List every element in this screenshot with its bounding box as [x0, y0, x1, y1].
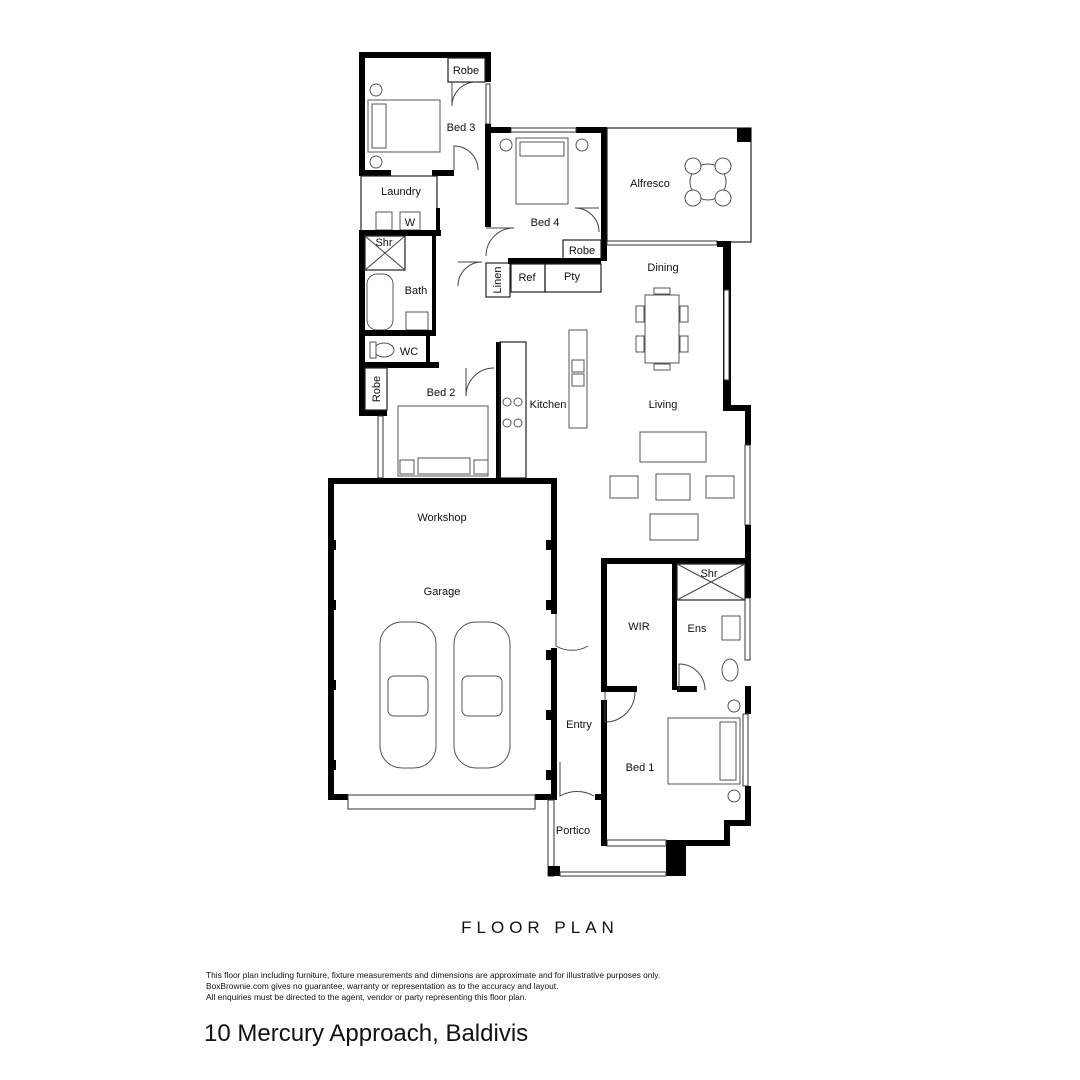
room-label-alfresco: Alfresco: [630, 178, 670, 190]
room-label-ens: Ens: [688, 623, 707, 635]
wc-area: [359, 330, 439, 368]
bed3-door: [453, 145, 479, 171]
living-furniture: [609, 431, 735, 541]
garage-cars: [379, 621, 511, 769]
alfresco-area: [606, 127, 752, 243]
bed3-walls: [359, 52, 491, 176]
plan-title: FLOOR PLAN: [461, 918, 619, 937]
bed4-bed: [499, 137, 589, 205]
room-label-portico: Portico: [556, 825, 590, 837]
room-label-bed2: Bed 2: [427, 387, 456, 399]
room-label-robe-bed3: Robe: [453, 65, 479, 77]
bed4-door: [485, 227, 515, 257]
portico-area: [547, 799, 667, 877]
disclaimer: This floor plan including furniture, fix…: [206, 970, 660, 1003]
room-label-entry: Entry: [566, 719, 592, 731]
living-walls: [606, 240, 751, 565]
disclaimer-line: All enquiries must be directed to the ag…: [206, 992, 527, 1002]
laundry-area: [359, 175, 441, 236]
room-label-wc: WC: [400, 346, 418, 358]
room-label-washer: W: [405, 217, 416, 229]
disclaimer-line: BoxBrownie.com gives no guarantee, warra…: [206, 981, 559, 991]
kitchen-island: [499, 329, 588, 479]
disclaimer-line: This floor plan including furniture, fix…: [206, 970, 661, 980]
bed2-area: [359, 342, 501, 479]
room-label-wir: WIR: [628, 621, 649, 633]
bed4-walls: [485, 127, 607, 298]
garage-door: [555, 614, 589, 651]
room-label-bed3: Bed 3: [447, 122, 476, 134]
room-label-bed4: Bed 4: [531, 217, 560, 229]
room-label-ref: Ref: [518, 272, 536, 284]
bath-area: [359, 230, 436, 336]
dining-furniture: [635, 287, 689, 371]
ens-door: [678, 663, 706, 691]
room-label-pty: Pty: [564, 271, 580, 283]
room-label-bath: Bath: [405, 285, 428, 297]
wir-door: [604, 691, 636, 723]
room-label-garage: Garage: [424, 586, 461, 598]
hall-door: [457, 261, 483, 287]
entry-door: [559, 762, 595, 797]
master-walls: [595, 558, 751, 876]
room-label-kitchen: Kitchen: [530, 399, 567, 411]
room-label-workshop: Workshop: [417, 512, 466, 524]
bed1-bed: [667, 699, 741, 803]
room-label-shr-ens: Shr: [700, 568, 717, 580]
room-label-robe-bed2: Robe: [371, 376, 383, 402]
property-address: 10 Mercury Approach, Baldivis: [204, 1020, 529, 1047]
bed3-bed: [367, 83, 441, 169]
room-label-bed1: Bed 1: [626, 762, 655, 774]
room-label-robe-bed4: Robe: [569, 245, 595, 257]
room-label-laundry: Laundry: [381, 186, 421, 198]
floor-plan-drawing: Robe Bed 3 Laundry W Shr Bath WC Robe Be…: [328, 52, 752, 877]
bed2-door: [465, 367, 495, 397]
garage-walls: [328, 478, 557, 810]
room-label-living: Living: [649, 399, 678, 411]
room-label-shr-bath: Shr: [375, 237, 392, 249]
bed3-robe-door: [451, 81, 477, 107]
room-label-dining: Dining: [647, 262, 678, 274]
bed4-robe-door: [574, 207, 600, 233]
room-label-linen: Linen: [492, 267, 504, 294]
